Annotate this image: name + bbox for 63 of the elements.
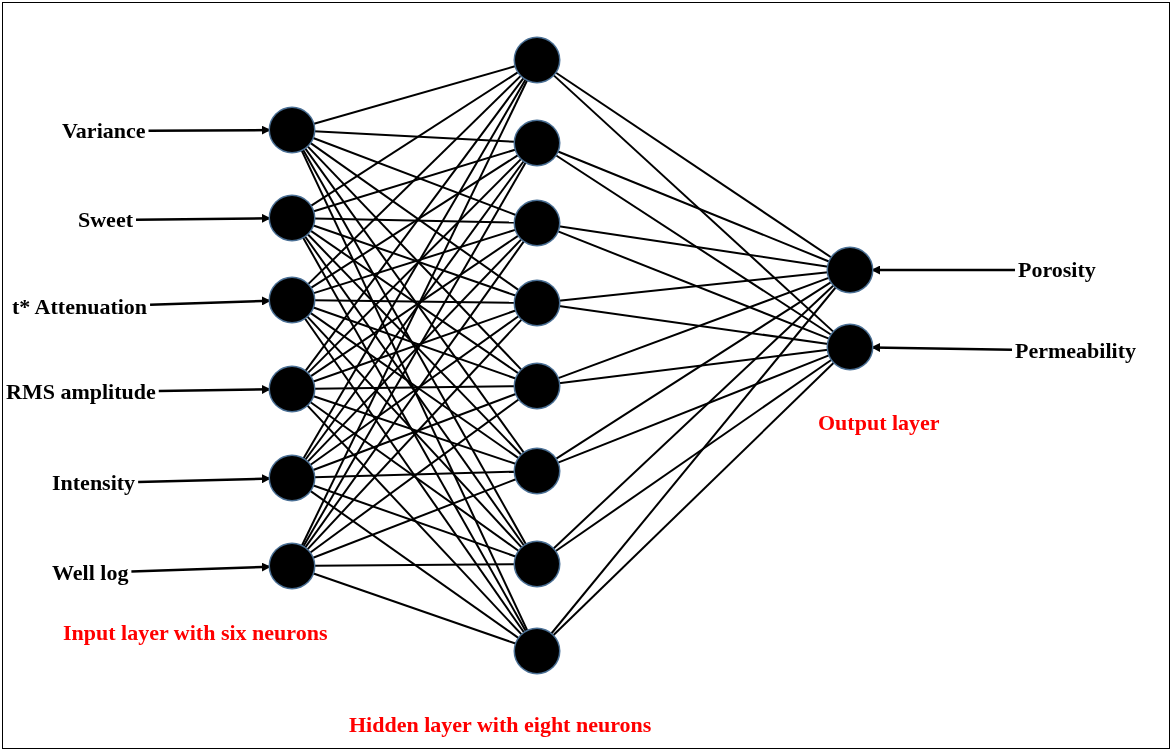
arrow: [138, 474, 271, 484]
neuron-circle: [515, 201, 559, 245]
connection-line: [554, 358, 833, 553]
arrow: [871, 343, 1013, 353]
connection-line: [552, 73, 835, 334]
neuron-circle: [270, 108, 314, 152]
connection-line: [311, 572, 518, 645]
neuron-circle: [515, 121, 559, 165]
connection-line: [309, 70, 520, 208]
connection-line: [308, 489, 521, 640]
connection-line: [304, 76, 525, 373]
connection-line: [313, 385, 516, 390]
layer-caption: Input layer with six neurons: [63, 620, 328, 646]
input-label: t* Attenuation: [12, 294, 148, 320]
input-label: RMS amplitude: [6, 379, 156, 405]
connection-line: [554, 154, 833, 336]
arrow: [150, 296, 271, 306]
neuron-circle: [515, 629, 559, 673]
connection-line: [301, 236, 528, 633]
layer-caption: Hidden layer with eight neurons: [349, 712, 652, 738]
connection-line: [556, 354, 831, 464]
input-label: Permeability: [1015, 338, 1136, 364]
arrow: [871, 265, 1015, 275]
input-label: Variance: [62, 118, 146, 144]
neuron-circle: [515, 449, 559, 493]
connection-line: [312, 148, 517, 213]
arrow: [148, 125, 271, 135]
input-label: Intensity: [52, 470, 136, 496]
connection-line: [303, 317, 526, 634]
connection-line: [306, 74, 523, 286]
connection-line: [306, 404, 523, 636]
layer-caption: Output layer: [818, 410, 940, 436]
input-label: Porosity: [1018, 257, 1096, 283]
neuron-circle: [828, 325, 872, 369]
neuron-circle: [515, 281, 559, 325]
connection-line: [312, 65, 517, 125]
connection-line: [313, 299, 516, 304]
neuron-circle: [515, 364, 559, 408]
connection-line: [302, 78, 527, 460]
connection-line: [556, 230, 831, 340]
neuron-circle: [270, 544, 314, 588]
connection-line: [556, 150, 831, 263]
arrow: [158, 384, 271, 394]
connection-line: [554, 280, 833, 461]
neuron-circle: [515, 542, 559, 586]
neuron-circle: [270, 456, 314, 500]
connection-line: [311, 136, 518, 217]
input-label: Sweet: [78, 207, 133, 233]
neuron-circle: [515, 38, 559, 82]
neuron-circle: [270, 196, 314, 240]
neuron-circle: [270, 278, 314, 322]
neuron-circle: [828, 248, 872, 292]
connection-line: [549, 286, 838, 635]
connection-line: [313, 217, 516, 224]
connection-line: [551, 361, 836, 637]
connection-line: [552, 284, 835, 550]
input-label: Well log: [52, 560, 129, 586]
connection-line: [313, 470, 516, 479]
arrow: [135, 213, 271, 223]
arrow: [131, 562, 271, 573]
neuron-circle: [270, 367, 314, 411]
connection-line: [554, 71, 833, 259]
connection-line: [313, 563, 516, 567]
